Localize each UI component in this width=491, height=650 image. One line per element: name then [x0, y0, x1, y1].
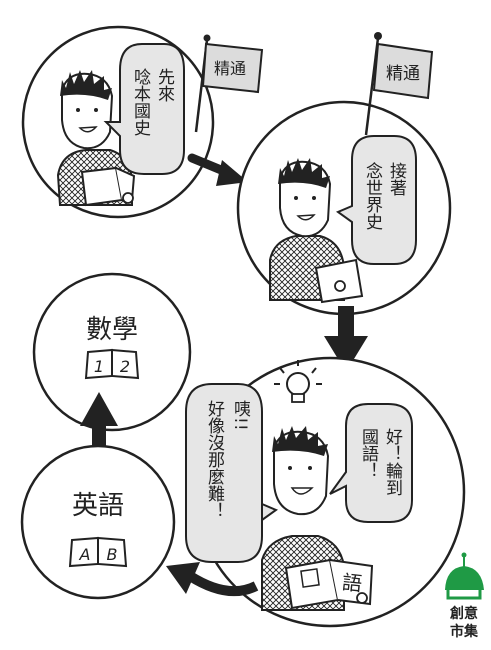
- math-book-label-1: 1: [94, 357, 104, 376]
- panel-1-flag-text: 精通: [214, 59, 246, 78]
- math-book-label-2: 2: [120, 357, 130, 376]
- panel-2: 精通 接著 念世界史: [236, 32, 452, 316]
- panel-1-flag: 精通: [194, 34, 264, 133]
- panel-2-flag-text: 精通: [386, 64, 420, 84]
- panel-1: 精通 先來 唸本國史: [21, 25, 264, 219]
- chinese-book-text: 語: [341, 570, 363, 596]
- panel-1-speech-bubble: 先來 唸本國史: [103, 43, 185, 175]
- logo-line-2: 市集: [450, 623, 479, 640]
- english-book-icon: A B: [68, 536, 128, 568]
- panel-1-speech-col-1: 先來: [154, 68, 175, 102]
- panel-1-speech-col-2: 唸本國史: [130, 68, 151, 137]
- panel-5-subject: 數學: [86, 315, 138, 345]
- panel-5: 數學 1 2: [32, 272, 192, 432]
- panel-4: 英語 A B: [20, 444, 176, 600]
- arrow-1-to-2: [187, 153, 248, 186]
- panel-3-thought-col-2: 好像沒那麼難！: [204, 400, 225, 519]
- panel-3-speech-bubble: 好！輪到 國語！: [329, 403, 413, 523]
- panel-3-speech-col-1: 好！輪到: [382, 428, 403, 496]
- panel-3-thought-bubble: 咦!! 好像沒那麼難！: [185, 383, 279, 563]
- panel-3: 語 咦!! 好像沒那麼難！ 好！輪到 國語！: [185, 356, 466, 628]
- math-book-icon: 1 2: [84, 348, 140, 380]
- panel-4-subject: 英語: [72, 491, 124, 521]
- panel-3-thought-col-1: 咦!!: [230, 400, 250, 431]
- panel-2-flag: 精通: [364, 32, 434, 136]
- logo-line-1: 創意: [449, 605, 478, 622]
- panel-2-speech-col-2: 念世界史: [362, 161, 383, 231]
- person-3: 語: [261, 426, 374, 611]
- person-2: [269, 158, 364, 304]
- person-1: [56, 70, 136, 207]
- arrow-3-to-4: [166, 562, 259, 597]
- panel-3-speech-col-2: 國語！: [358, 428, 379, 479]
- arrow-2-to-3: [324, 306, 368, 372]
- lightbulb-icon: [274, 360, 322, 403]
- panel-2-speech-col-1: 接著: [386, 162, 407, 196]
- brand-logo: 創意 市集: [445, 552, 484, 640]
- panel-4-circle: [20, 444, 176, 600]
- english-book-label-b: B: [107, 545, 118, 564]
- english-book-label-a: A: [79, 545, 91, 564]
- panel-2-speech-bubble: 接著 念世界史: [335, 135, 417, 265]
